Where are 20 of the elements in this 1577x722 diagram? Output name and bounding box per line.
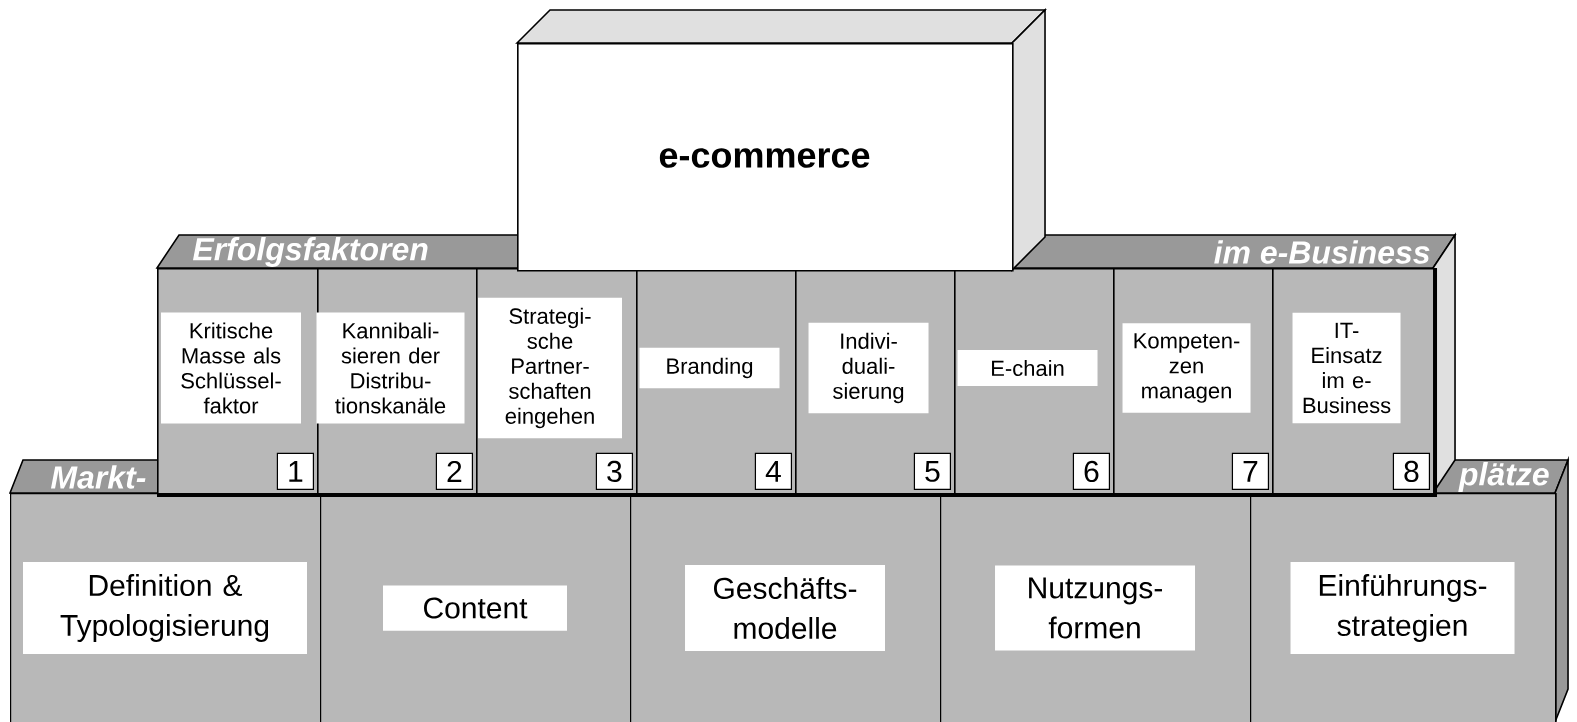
factor-box: Branding 4 bbox=[636, 268, 797, 495]
factor-box: Kompeten- zen managen 7 bbox=[1113, 268, 1274, 495]
node-label: Geschäfts- modelle bbox=[713, 576, 857, 640]
node-label: Erfolgsfaktoren bbox=[192, 237, 428, 267]
node-label: Markt- bbox=[50, 465, 146, 489]
node-label: Nutzungs- formen bbox=[1029, 577, 1163, 639]
factor-box: Strategi- sche Partner- schaften eingehen 3 bbox=[476, 268, 638, 495]
node-label: plätze bbox=[1458, 462, 1549, 492]
factor-box: IT- Einsatz im e- Business 8 bbox=[1272, 268, 1435, 495]
factor-box: Indivi- duali- sierung 5 bbox=[795, 268, 956, 495]
section-box: Geschäfts- modelle bbox=[630, 493, 942, 722]
node-label: Definition & Typologisierung bbox=[60, 574, 269, 642]
factor-box: Kritische Masse als Schlüssel- faktor 1 bbox=[157, 268, 319, 495]
section-box: Definition & Typologisierung bbox=[10, 493, 322, 722]
section-box: Content bbox=[320, 493, 632, 722]
section-box: Nutzungs- formen bbox=[940, 493, 1252, 722]
factor-box: Kannibali- sieren der Distribu- tionskanäle 2 bbox=[316, 268, 478, 495]
factor-box: E-chain 6 bbox=[954, 268, 1115, 495]
section-box: Einführungs- strategien bbox=[1250, 493, 1557, 722]
node-label: im e-Business bbox=[1214, 240, 1430, 264]
